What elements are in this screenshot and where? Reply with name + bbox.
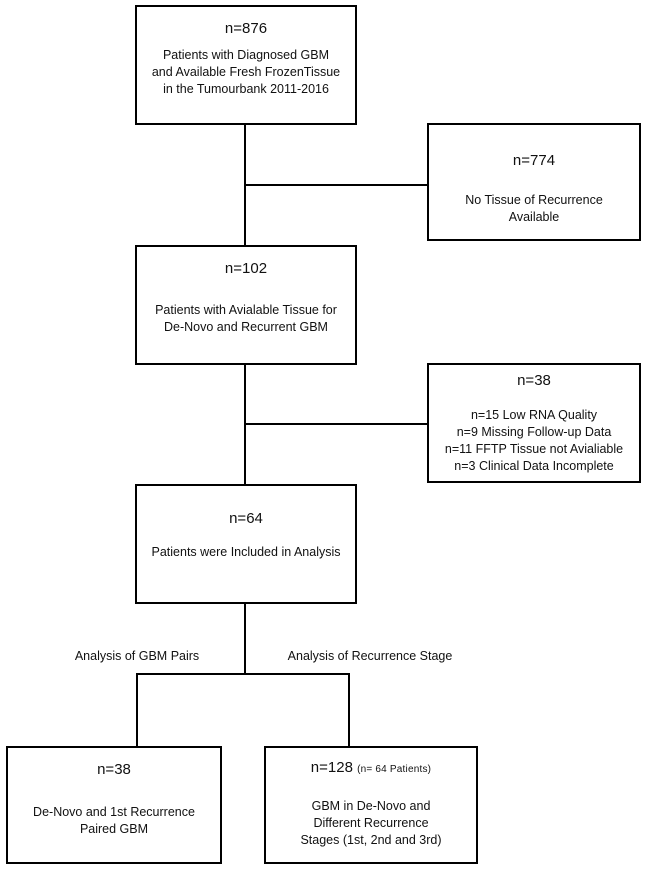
connector-to-774-box — [244, 184, 427, 186]
box-count: n=38 — [97, 761, 131, 778]
box-description: Patients with Diagnosed GBM and Availabl… — [137, 47, 355, 98]
branch-label-recurrence-stage: Analysis of Recurrence Stage — [287, 649, 453, 663]
description-line: Available — [508, 210, 560, 224]
description-line: n=9 Missing Follow-up Data — [456, 425, 612, 439]
split-left-drop-line — [136, 673, 138, 746]
description-line: n=15 Low RNA Quality — [470, 408, 598, 422]
description-line: in the Tumourbank 2011-2016 — [163, 82, 329, 96]
box-description: De-Novo and 1st Recurrence Paired GBM — [8, 804, 220, 838]
description-line: GBM in De-Novo and — [311, 799, 431, 813]
description-line: and Available Fresh FrozenTissue — [151, 65, 341, 79]
description-line: Stages (1st, 2nd and 3rd) — [300, 833, 442, 847]
description-line: De-Novo and 1st Recurrence — [33, 805, 195, 819]
flow-box-recurrence-stages: n=128 (n= 64 Patients) GBM in De-Novo an… — [264, 746, 478, 864]
flow-box-diagnosed-gbm: n=876 Patients with Diagnosed GBM and Av… — [135, 5, 357, 125]
description-line: Patients were Included in Analysis — [151, 545, 341, 559]
split-horizontal-line — [136, 673, 350, 675]
split-right-drop-line — [348, 673, 350, 746]
flow-box-included-in-analysis: n=64 Patients were Included in Analysis — [135, 484, 357, 604]
box-count-suffix: (n= 64 Patients) — [357, 764, 432, 775]
box-count: n=876 — [224, 20, 268, 37]
flow-box-paired-gbm: n=38 De-Novo and 1st Recurrence Paired G… — [6, 746, 222, 864]
flow-box-exclusions: n=38 n=15 Low RNA Quality n=9 Missing Fo… — [427, 363, 641, 483]
box-description: Patients with Avialable Tissue for De-No… — [137, 302, 355, 336]
description-line: n=11 FFTP Tissue not Avialiable — [444, 442, 624, 456]
box-description: No Tissue of Recurrence Available — [429, 192, 639, 226]
box-count: n=64 — [229, 510, 263, 527]
branch-label-gbm-pairs: Analysis of GBM Pairs — [74, 649, 200, 663]
box-description: n=15 Low RNA Quality n=9 Missing Follow-… — [429, 407, 639, 475]
box-count: n=102 — [224, 260, 268, 277]
description-line: n=3 Clinical Data Incomplete — [454, 459, 614, 473]
description-line: Different Recurrence — [313, 816, 429, 830]
flow-box-no-recurrence-tissue: n=774 No Tissue of Recurrence Available — [427, 123, 641, 241]
box-count: n=774 — [512, 152, 556, 169]
description-line: Paired GBM — [79, 822, 149, 836]
description-line: Patients with Diagnosed GBM — [162, 48, 330, 62]
description-line: Patients with Avialable Tissue for — [155, 303, 337, 317]
box-description: Patients were Included in Analysis — [137, 544, 355, 561]
description-line: De-Novo and Recurrent GBM — [164, 320, 328, 334]
connector-to-38-exclusion-box — [244, 423, 427, 425]
box-description: GBM in De-Novo and Different Recurrence … — [266, 798, 476, 849]
connector-64-to-split — [244, 604, 246, 675]
box-count: n=38 — [517, 372, 551, 389]
description-line: No Tissue of Recurrence — [465, 193, 603, 207]
box-count-main: n=128 — [310, 759, 353, 776]
box-count: n=128 (n= 64 Patients) — [266, 758, 476, 780]
flow-box-available-tissue: n=102 Patients with Avialable Tissue for… — [135, 245, 357, 365]
